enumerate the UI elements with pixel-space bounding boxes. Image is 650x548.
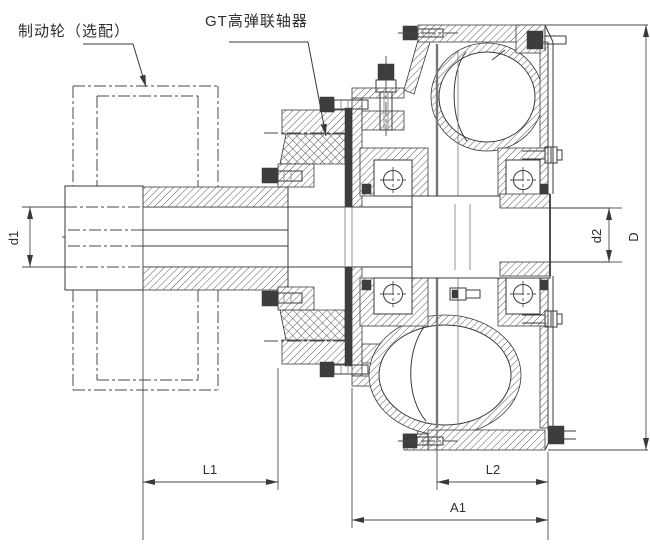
gt-rim-bottom xyxy=(281,339,351,365)
casing-top-stud-bolt xyxy=(398,25,460,41)
gt-adapter-plate-top xyxy=(344,107,353,208)
dim-L1: L1 xyxy=(142,186,279,540)
svg-text:D: D xyxy=(626,232,641,241)
casing-top-right-bolt xyxy=(526,29,567,51)
gt-web-bottom xyxy=(277,286,315,311)
gt-hub-lower xyxy=(142,266,289,291)
leader-brake-wheel xyxy=(83,43,147,88)
right-bolt-lower xyxy=(522,310,563,328)
svg-text:L2: L2 xyxy=(486,462,500,477)
bearing-bottom-left xyxy=(359,277,429,327)
dim-L2: L2 xyxy=(436,430,549,540)
gt-coupling-label: GT高弹联轴器 xyxy=(205,13,308,30)
upper-torus-chamber xyxy=(430,42,544,152)
svg-text:L1: L1 xyxy=(203,462,217,477)
cover-flange-bolt-bottom xyxy=(319,361,369,378)
dim-d1: d1 xyxy=(6,206,68,268)
cover-flange-bolt-top xyxy=(319,96,369,113)
gt-adapter-plate-bottom xyxy=(344,266,353,367)
gt-bolt-bottom xyxy=(261,290,303,307)
brake-wheel-phantom xyxy=(72,85,219,391)
lower-torus-chamber xyxy=(368,314,522,436)
gt-elastomer-top xyxy=(279,133,346,165)
fusible-plug xyxy=(449,287,481,301)
input-shaft xyxy=(65,206,412,268)
leader-gt-coupling xyxy=(229,41,327,137)
impeller-parting-plane xyxy=(435,44,459,428)
brake-wheel-label: 制动轮（选配） xyxy=(18,23,130,40)
output-hub xyxy=(411,193,551,279)
svg-text:d2: d2 xyxy=(589,229,604,243)
gt-coupling xyxy=(261,107,356,367)
dim-A1: A1 xyxy=(351,388,548,528)
output-shaft xyxy=(550,207,610,263)
gt-elastomer-bottom xyxy=(279,309,346,341)
svg-text:d1: d1 xyxy=(6,231,21,245)
casing-bottom-right-nut xyxy=(547,425,576,445)
gt-hub-upper xyxy=(142,186,289,208)
dim-D: D xyxy=(545,24,649,451)
right-bolt-upper xyxy=(522,146,563,164)
gt-rim-top xyxy=(281,109,351,135)
dim-d2: d2 xyxy=(589,207,622,263)
casing-bottom-rim xyxy=(427,429,546,451)
brake-wheel-hub xyxy=(64,185,144,291)
casing-bottom-bolt xyxy=(398,433,460,449)
gt-web-top xyxy=(277,163,315,188)
fill-plug xyxy=(375,56,397,136)
bearing-top-left xyxy=(359,147,429,197)
svg-text:A1: A1 xyxy=(450,500,466,515)
bearing-bottom-right xyxy=(497,277,549,327)
bearing-top-right xyxy=(497,147,549,197)
gt-bolt-top xyxy=(261,167,303,184)
